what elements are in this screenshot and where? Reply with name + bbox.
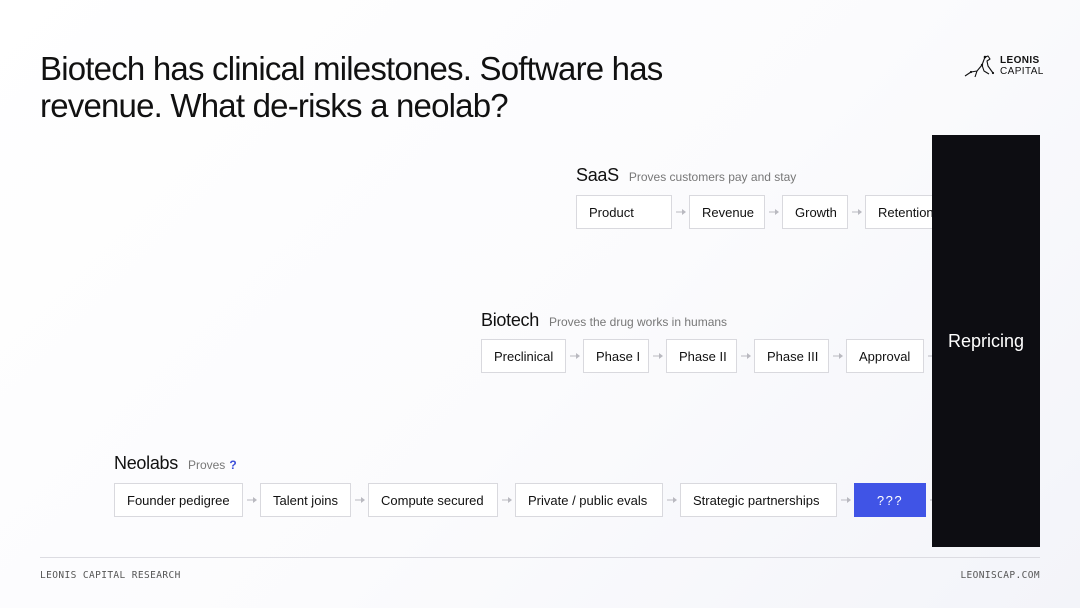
saas-step-product: Product [576,195,672,229]
page-title: Biotech has clinical milestones. Softwar… [40,50,740,124]
neolabs-subtitle-mark: ? [229,458,237,472]
arrow-right-icon [672,208,689,216]
neolabs-step-strategic-partnerships: Strategic partnerships [680,483,837,517]
arrow-right-icon [829,352,846,360]
arrow-right-icon [765,208,782,216]
repricing-label: Repricing [947,330,1025,351]
repricing-block: Repricing [932,135,1040,547]
biotech-step-approval: Approval [846,339,924,373]
arrow-right-icon [243,496,260,504]
footer-left: LEONIS CAPITAL RESEARCH [40,570,181,581]
biotech-flow: Preclinical Phase I Phase II Phase III A… [481,339,941,373]
arrow-right-icon [498,496,515,504]
lion-constellation-icon [964,55,995,78]
neolabs-flow: Founder pedigree Talent joins Compute se… [114,483,943,517]
biotech-step-phase-3: Phase III [754,339,829,373]
biotech-step-preclinical: Preclinical [481,339,566,373]
neolabs-subtitle-text: Proves [187,458,226,472]
logo-line-1: LEONIS [1000,55,1040,66]
biotech-row-subtitle: Proves the drug works in humans [548,315,728,329]
arrow-right-icon [837,496,854,504]
arrow-right-icon [351,496,368,504]
arrow-right-icon [737,352,754,360]
neolabs-step-founder-pedigree: Founder pedigree [114,483,243,517]
biotech-row-name: Biotech [481,310,539,330]
biotech-row-header: Biotech Proves the drug works in humans [481,310,727,331]
logo-line-2: CAPITAL [1000,66,1044,77]
footer-divider [40,557,1040,558]
footer-right: LEONISCAP.COM [960,570,1040,581]
saas-step-growth: Growth [782,195,848,229]
neolabs-step-compute-secured: Compute secured [368,483,498,517]
title-line-1: Biotech has clinical milestones. Softwar… [40,50,663,87]
biotech-step-phase-1: Phase I [583,339,649,373]
arrow-right-icon [663,496,680,504]
saas-row-header: SaaS Proves customers pay and stay [576,165,796,186]
arrow-right-icon [848,208,865,216]
neolabs-step-private-public-evals: Private / public evals [515,483,663,517]
saas-step-revenue: Revenue [689,195,765,229]
neolabs-step-talent-joins: Talent joins [260,483,351,517]
saas-row-subtitle: Proves customers pay and stay [628,170,797,184]
arrow-right-icon [649,352,666,360]
saas-flow: Product Revenue Growth Retention [576,195,963,229]
neolabs-row-name: Neolabs [114,453,178,473]
leonis-capital-logo: LEONIS CAPITAL [963,53,1044,79]
neolabs-row-header: Neolabs Proves? [114,453,237,474]
arrow-right-icon [566,352,583,360]
title-line-2: revenue. What de-risks a neolab? [40,87,509,124]
neolabs-row-subtitle: Proves? [188,458,237,472]
neolabs-step-unknown: ??? [854,483,926,517]
biotech-step-phase-2: Phase II [666,339,737,373]
saas-row-name: SaaS [576,165,619,185]
